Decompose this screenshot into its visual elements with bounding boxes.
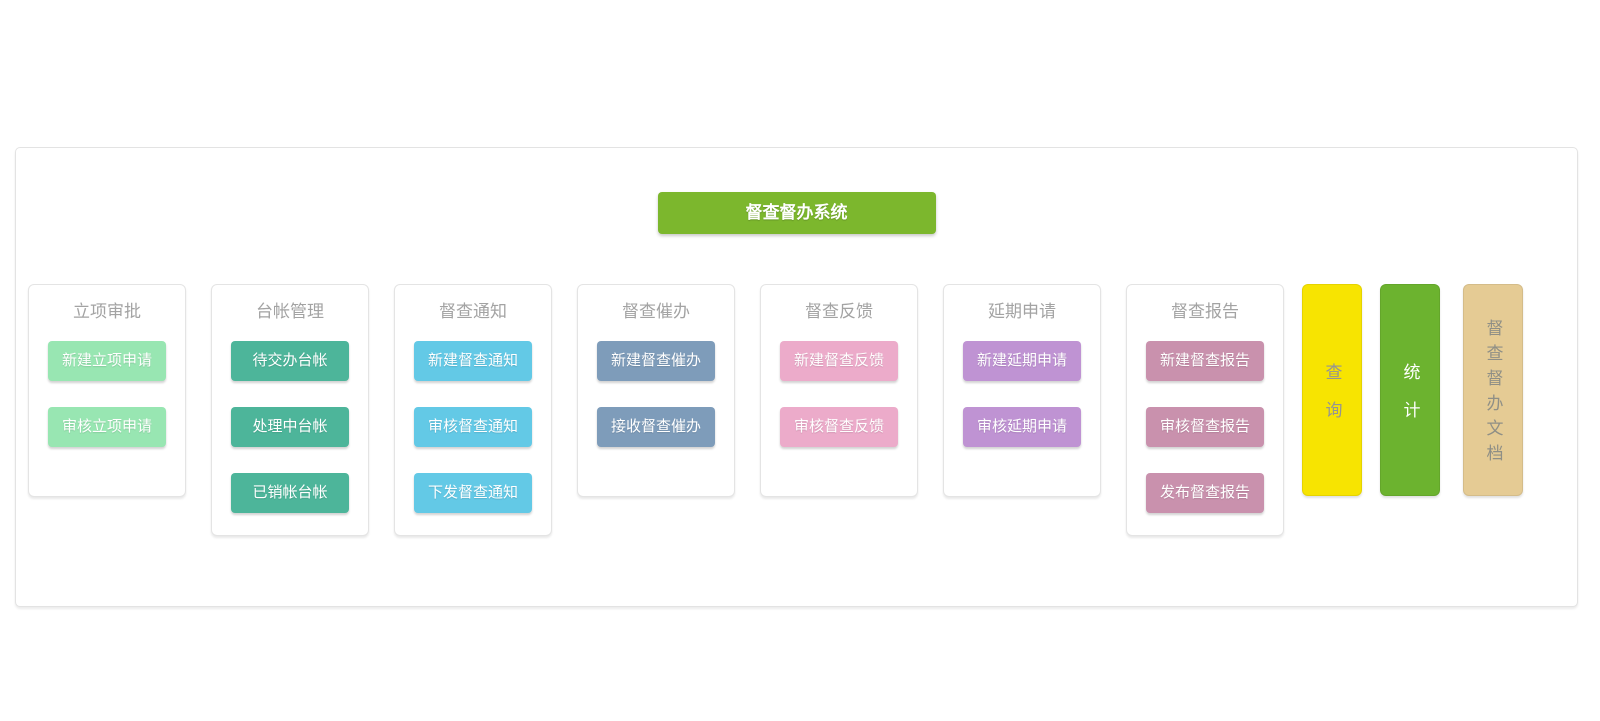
panel-project-approval: 立项审批 新建立项申请 审核立项申请 — [28, 284, 186, 497]
system-title-button[interactable]: 督查督办系统 — [657, 192, 936, 234]
main-board: 督查督办系统 立项审批 新建立项申请 审核立项申请 台帐管理 待交办台帐 处理中… — [15, 147, 1578, 607]
create-extension-application-button[interactable]: 新建延期申请 — [963, 341, 1081, 381]
panel-supervision-reminder: 督查催办 新建督查催办 接收督查催办 — [577, 284, 735, 497]
written-off-ledger-button[interactable]: 已销帐台帐 — [231, 473, 349, 513]
modules-row: 立项审批 新建立项申请 审核立项申请 台帐管理 待交办台帐 处理中台帐 已销帐台… — [16, 284, 1577, 536]
panel-title-supervision-feedback: 督查反馈 — [805, 302, 873, 321]
statistics-button[interactable]: 统计 — [1380, 284, 1440, 496]
publish-supervision-report-button[interactable]: 发布督查报告 — [1146, 473, 1264, 513]
review-supervision-feedback-button[interactable]: 审核督查反馈 — [780, 407, 898, 447]
review-supervision-notice-button[interactable]: 审核督查通知 — [414, 407, 532, 447]
create-supervision-feedback-button[interactable]: 新建督查反馈 — [780, 341, 898, 381]
panel-ledger-management: 台帐管理 待交办台帐 处理中台帐 已销帐台帐 — [211, 284, 369, 536]
create-supervision-notice-button[interactable]: 新建督查通知 — [414, 341, 532, 381]
query-button[interactable]: 查询 — [1302, 284, 1362, 496]
panel-supervision-report: 督查报告 新建督查报告 审核督查报告 发布督查报告 — [1126, 284, 1284, 536]
review-project-application-button[interactable]: 审核立项申请 — [48, 407, 166, 447]
panel-supervision-notice: 督查通知 新建督查通知 审核督查通知 下发督查通知 — [394, 284, 552, 536]
create-supervision-reminder-button[interactable]: 新建督查催办 — [597, 341, 715, 381]
supervision-documents-button[interactable]: 督查督办文档 — [1463, 284, 1523, 496]
panel-title-supervision-notice: 督查通知 — [439, 302, 507, 321]
panel-title-extension-application: 延期申请 — [988, 302, 1056, 321]
pending-assignment-ledger-button[interactable]: 待交办台帐 — [231, 341, 349, 381]
panel-title-supervision-report: 督查报告 — [1171, 302, 1239, 321]
panel-title-ledger-management: 台帐管理 — [256, 302, 324, 321]
supervision-documents-button-label: 督查督办文档 — [1483, 319, 1503, 469]
issue-supervision-notice-button[interactable]: 下发督查通知 — [414, 473, 532, 513]
create-supervision-report-button[interactable]: 新建督查报告 — [1146, 341, 1264, 381]
query-button-label: 查询 — [1322, 362, 1342, 439]
new-project-application-button[interactable]: 新建立项申请 — [48, 341, 166, 381]
panel-title-project-approval: 立项审批 — [73, 302, 141, 321]
review-supervision-report-button[interactable]: 审核督查报告 — [1146, 407, 1264, 447]
in-process-ledger-button[interactable]: 处理中台帐 — [231, 407, 349, 447]
review-extension-application-button[interactable]: 审核延期申请 — [963, 407, 1081, 447]
panel-supervision-feedback: 督查反馈 新建督查反馈 审核督查反馈 — [760, 284, 918, 497]
panel-title-supervision-reminder: 督查催办 — [622, 302, 690, 321]
receive-supervision-reminder-button[interactable]: 接收督查催办 — [597, 407, 715, 447]
panel-extension-application: 延期申请 新建延期申请 审核延期申请 — [943, 284, 1101, 497]
statistics-button-label: 统计 — [1400, 362, 1420, 439]
